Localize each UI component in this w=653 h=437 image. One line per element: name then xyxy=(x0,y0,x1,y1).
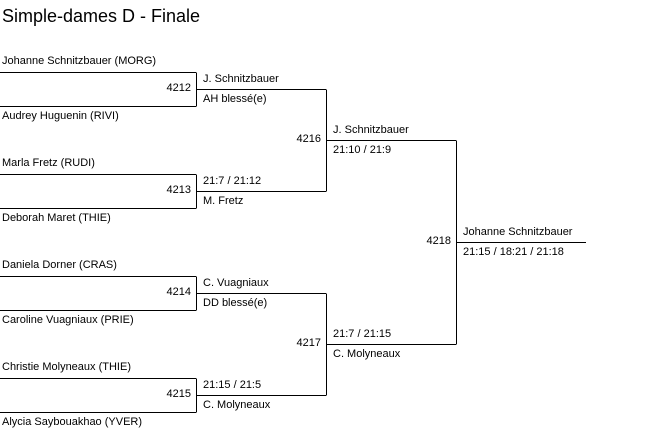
player-name: Alycia Saybouakhao (YVER) xyxy=(2,416,143,428)
champion-name: Johanne Schnitzbauer xyxy=(463,226,573,238)
player-name: Johanne Schnitzbauer (MORG) xyxy=(2,55,157,67)
match-number: 4214 xyxy=(166,286,191,298)
match-result-top: C. Vuagniaux xyxy=(203,277,269,289)
match-number: 4217 xyxy=(296,337,321,349)
match-number: 4213 xyxy=(166,184,191,196)
match-number: 4216 xyxy=(296,133,321,145)
player-name: Caroline Vuagniaux (PRIE) xyxy=(2,314,134,326)
match-number: 4218 xyxy=(426,235,451,247)
match-result-bottom: C. Molyneaux xyxy=(203,399,271,411)
match-result-bottom: 21:10 / 21:9 xyxy=(333,144,392,156)
match-number: 4215 xyxy=(166,388,191,400)
match-result-top: 21:7 / 21:12 xyxy=(203,175,262,187)
match-result-top: 21:15 / 21:5 xyxy=(203,379,262,391)
player-name: Christie Molyneaux (THIE) xyxy=(2,361,131,373)
match-result-top: 21:7 / 21:15 xyxy=(333,328,392,340)
match-result-top: J. Schnitzbauer xyxy=(333,124,409,136)
page-title: Simple-dames D - Finale xyxy=(2,6,201,26)
match-result-bottom: DD blessé(e) xyxy=(203,297,268,309)
match-result-bottom: C. Molyneaux xyxy=(333,348,401,360)
match-result-bottom: AH blessé(e) xyxy=(203,93,267,105)
match-number: 4212 xyxy=(166,82,191,94)
match-result-bottom: M. Fretz xyxy=(203,195,244,207)
player-name: Marla Fretz (RUDI) xyxy=(2,157,95,169)
match-result-top: J. Schnitzbauer xyxy=(203,73,279,85)
player-name: Daniela Dorner (CRAS) xyxy=(2,259,117,271)
final-score: 21:15 / 18:21 / 21:18 xyxy=(463,246,564,258)
player-name: Audrey Huguenin (RIVI) xyxy=(2,110,119,122)
player-name: Deborah Maret (THIE) xyxy=(2,212,111,224)
